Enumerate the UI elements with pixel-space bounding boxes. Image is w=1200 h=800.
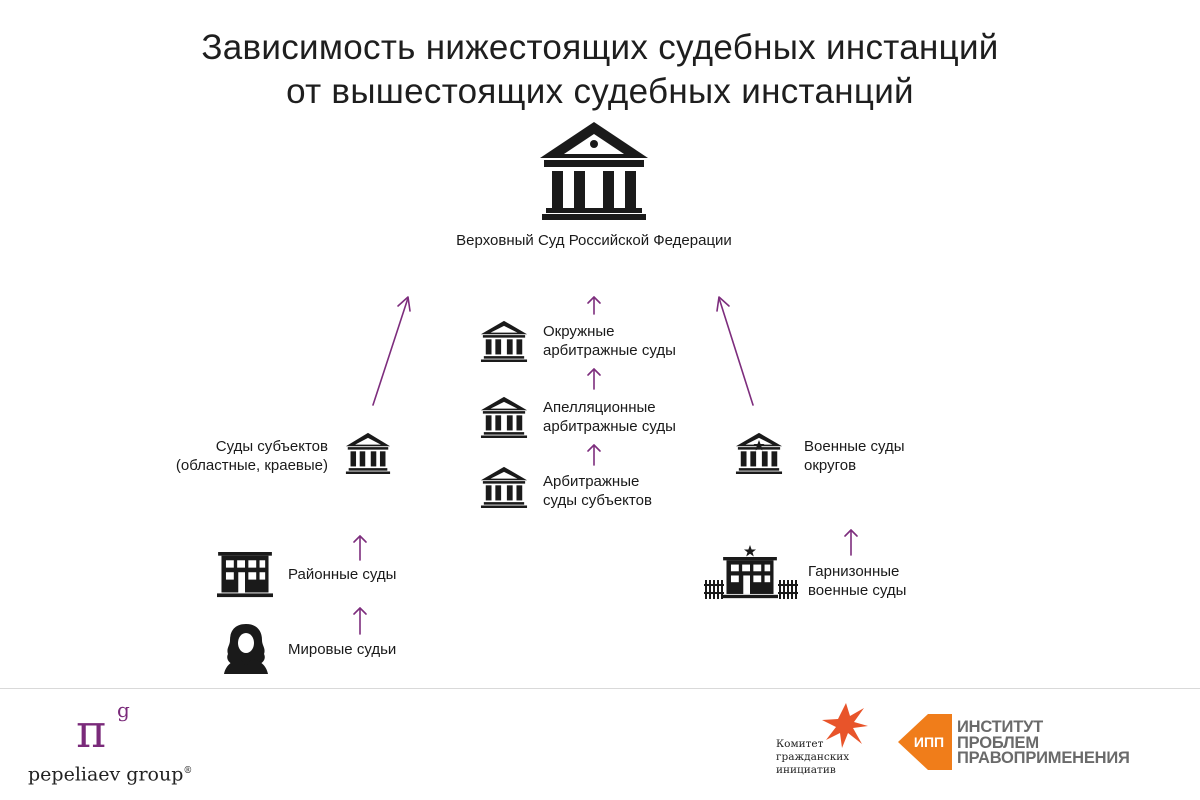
ipp-line-3: ПРАВОПРИМЕНЕНИЯ [957, 749, 1130, 767]
arrow-okruzhnye-to-supreme [587, 296, 601, 315]
pepeliaev-g-superscript: g [117, 698, 130, 722]
arrow-district-to-subj [353, 535, 367, 561]
arrow-garrison-to-military [844, 529, 858, 556]
ipp-wordmark: ИНСТИТУТ ПРОБЛЕМ ПРАВОПРИМЕНЕНИЯ [957, 718, 1130, 767]
district-label: Районные суды [288, 566, 397, 583]
kgi-line-2: гражданских [776, 751, 850, 763]
kgi-line-3: инициатив [776, 764, 836, 776]
garrison-label-line-2: военные суды [808, 582, 907, 599]
appel-label-line-1: Апелляционные [543, 399, 656, 416]
okruzhnye-label-line-2: арбитражные суды [543, 342, 676, 359]
page-title: Зависимость нижестоящих судебных инстанц… [0, 26, 1200, 114]
judge-wig-icon [224, 624, 268, 674]
appel-court-icon [480, 396, 528, 438]
military-okrug-label-line-2: округов [804, 457, 857, 474]
garrison-label-line-1: Гарнизонные [808, 563, 900, 580]
supreme-court-label: Верховный Суд Российской Федерации [456, 232, 732, 249]
subj-label-line-2: (областные, краевые) [175, 457, 328, 474]
arrow-subj-to-supreme [372, 296, 411, 406]
arrow-appel-to-okruzhnye [587, 368, 601, 390]
title-line-1: Зависимость нижестоящих судебных инстанц… [201, 28, 999, 67]
ipp-line-1: ИНСТИТУТ [957, 718, 1044, 736]
arrow-justices-to-district [353, 607, 367, 635]
military-court-star-icon [735, 432, 783, 474]
justices-label: Мировые судьи [288, 641, 397, 658]
okruzhnye-label-line-1: Окружные [543, 323, 615, 340]
arb-subj-label: Арбитражные суды субъектов [543, 472, 652, 510]
military-okrug-label-line-1: Военные суды [804, 438, 905, 455]
arb-subj-label-line-2: суды субъектов [543, 492, 652, 509]
pepeliaev-wordmark: pepeliaev group® [28, 760, 192, 785]
ipp-badge-icon [898, 714, 952, 770]
garrison-building-fence-icon [704, 545, 798, 599]
title-line-2: от вышестоящих судебных инстанций [286, 72, 914, 111]
pepeliaev-name: pepeliaev group [28, 763, 184, 786]
okruzhnye-court-icon [480, 320, 528, 362]
pepeliaev-registered-mark: ® [183, 766, 193, 776]
appel-label-line-2: арбитражные суды [543, 418, 676, 435]
supreme-court-icon [540, 122, 648, 220]
kgi-wordmark: Комитет гражданских инициатив [776, 738, 849, 777]
arb-subj-label-line-1: Арбитражные [543, 473, 640, 490]
kgi-bird-icon [822, 703, 868, 748]
ipp-badge-text: ИПП [913, 734, 945, 750]
subj-court-icon [345, 432, 391, 474]
district-building-icon [217, 552, 273, 598]
appel-label: Апелляционные арбитражные суды [543, 398, 676, 436]
kgi-line-1: Комитет [776, 738, 824, 750]
subj-label: Суды субъектов (областные, краевые) [128, 437, 328, 475]
arrow-military-to-supreme [716, 296, 754, 406]
ipp-line-2: ПРОБЛЕМ [957, 733, 1039, 752]
arb-subj-court-icon [480, 466, 528, 508]
subj-label-line-1: Суды субъектов [215, 438, 328, 455]
arrow-arb-subj-to-appel [587, 444, 601, 466]
garrison-label: Гарнизонные военные суды [808, 562, 906, 600]
okruzhnye-label: Окружные арбитражные суды [543, 322, 676, 360]
pepeliaev-pi-symbol: π [76, 704, 107, 758]
footer-divider [0, 688, 1200, 689]
military-okrug-label: Военные суды округов [804, 437, 905, 475]
